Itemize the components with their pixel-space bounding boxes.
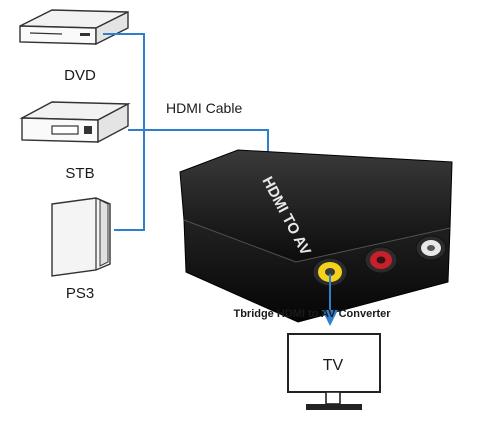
hdmi-to-av-converter: HDMI TO AV xyxy=(179,149,453,323)
source-label-stb: STB xyxy=(65,165,94,182)
ps3-console-icon xyxy=(51,197,111,277)
rca-white-jack xyxy=(415,235,447,261)
dvd-player-icon xyxy=(19,9,129,46)
converter-label: Tbridge HDMI to AV Converter xyxy=(233,308,391,320)
bus-line xyxy=(103,33,145,231)
source-label-ps3: PS3 xyxy=(66,285,94,302)
set-top-box-icon xyxy=(19,101,131,144)
tv-label: TV xyxy=(323,357,344,374)
rca-yellow-jack xyxy=(312,257,348,287)
tv-icon xyxy=(287,333,381,410)
cable-label: HDMI Cable xyxy=(166,100,242,116)
rca-red-jack xyxy=(364,246,398,274)
source-label-dvd: DVD xyxy=(64,67,96,84)
